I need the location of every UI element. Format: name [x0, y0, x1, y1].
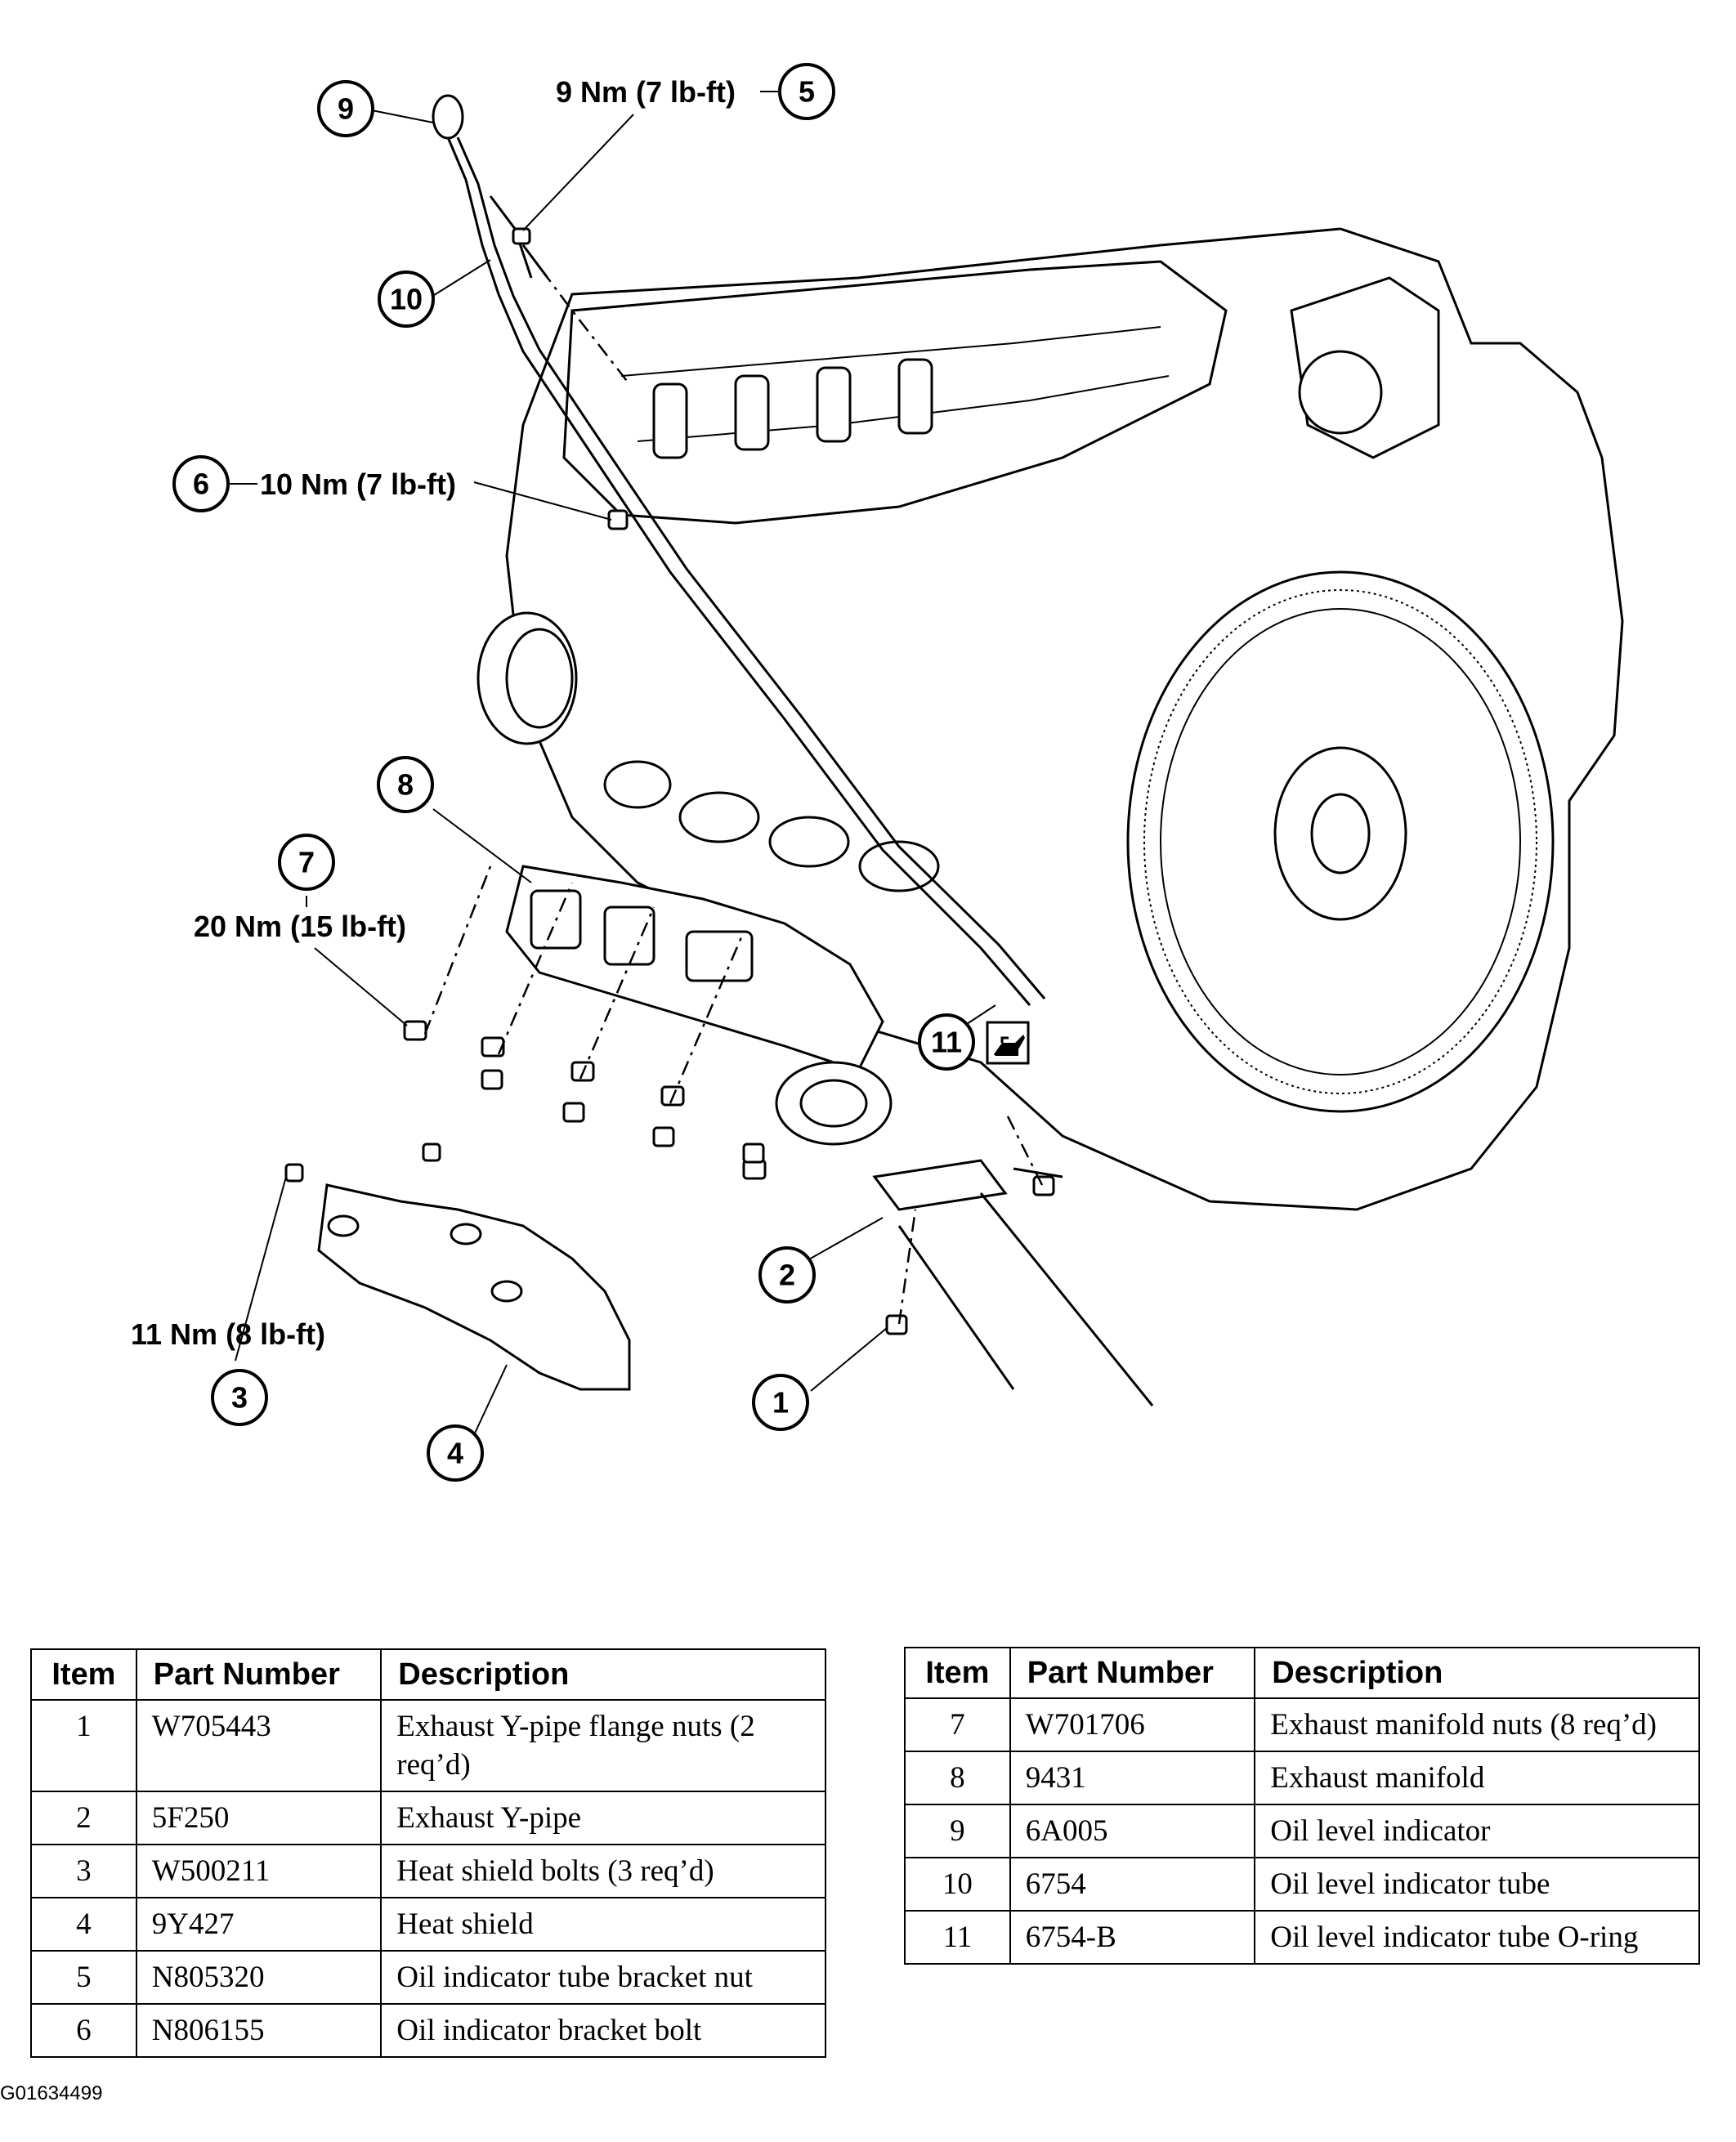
table-row: 9 6A005 Oil level indicator: [904, 1804, 1700, 1858]
ignition-coils: [652, 358, 933, 459]
oil-indicator-tube-bracket-nut: [512, 227, 531, 245]
table-row: 1 W705443 Exhaust Y-pipe flange nuts (2 …: [30, 1699, 826, 1792]
svg-text:5: 5: [799, 75, 815, 109]
callout-1: 1: [752, 1374, 809, 1431]
torque-spec-3: 11 Nm (8 lb-ft): [131, 1317, 325, 1351]
item-number: 11: [904, 1910, 1011, 1965]
header-item: Item: [904, 1647, 1011, 1699]
torque-spec-6: 10 Nm (7 lb-ft): [260, 467, 456, 501]
svg-text:8: 8: [397, 768, 414, 802]
svg-text:3: 3: [231, 1381, 248, 1415]
header-description: Description: [1254, 1647, 1700, 1699]
part-number: 9Y427: [135, 1897, 383, 1952]
part-description: Exhaust manifold: [1254, 1751, 1700, 1805]
table-header-row: Item Part Number Description: [904, 1647, 1700, 1699]
part-description: Exhaust manifold nuts (8 req’d): [1254, 1697, 1700, 1752]
part-number: W500211: [135, 1844, 383, 1898]
callout-6: 6: [172, 455, 230, 512]
parts-table-left: Item Part Number Description 1 W705443 E…: [30, 1648, 826, 2058]
heat-shield: [317, 1183, 631, 1391]
part-description: Oil level indicator tube O-ring: [1254, 1910, 1700, 1965]
callout-11: 11: [918, 1013, 975, 1071]
part-description: Heat shield: [380, 1897, 826, 1952]
table-row: 11 6754-B Oil level indicator tube O-rin…: [904, 1910, 1700, 1965]
item-number: 8: [904, 1751, 1011, 1805]
exhaust-y-pipe: [872, 1159, 1154, 1406]
torque-spec-5: 9 Nm (7 lb-ft): [556, 75, 736, 109]
header-part-number: Part Number: [135, 1648, 383, 1701]
callout-7: 7: [278, 834, 335, 891]
part-number: 5F250: [135, 1791, 383, 1845]
part-number: N806155: [135, 2003, 383, 2058]
item-number: 7: [904, 1697, 1011, 1752]
header-part-number: Part Number: [1009, 1647, 1256, 1699]
part-number: 9431: [1009, 1751, 1256, 1805]
y-pipe-flange-nuts: [742, 1143, 1055, 1335]
table-row: 10 6754 Oil level indicator tube: [904, 1857, 1700, 1912]
part-number: N805320: [135, 1950, 383, 2005]
part-number: 6754: [1009, 1857, 1256, 1912]
item-number: 6: [30, 2003, 137, 2058]
oil-level-indicator: [432, 94, 1046, 1006]
oil-indicator-bracket-bolt: [607, 509, 629, 530]
part-description: Heat shield bolts (3 req’d): [380, 1844, 826, 1898]
item-number: 5: [30, 1950, 137, 2005]
exhaust-manifold-nuts: [403, 1020, 767, 1180]
callout-2: 2: [758, 1246, 816, 1304]
part-number: W701706: [1009, 1697, 1256, 1752]
item-number: 9: [904, 1804, 1011, 1858]
table-row: 5 N805320 Oil indicator tube bracket nut: [30, 1950, 826, 2005]
table-row: 2 5F250 Exhaust Y-pipe: [30, 1791, 826, 1845]
part-description: Oil level indicator: [1254, 1804, 1700, 1858]
svg-text:9: 9: [338, 92, 354, 126]
exhaust-ports: [603, 760, 940, 892]
flywheel: [1126, 570, 1555, 1113]
table-row: 7 W701706 Exhaust manifold nuts (8 req’d…: [904, 1697, 1700, 1752]
part-description: Oil indicator bracket bolt: [380, 2003, 826, 2058]
callout-5: 5: [778, 63, 835, 120]
torque-spec-7: 20 Nm (15 lb-ft): [194, 910, 406, 943]
part-description: Oil level indicator tube: [1254, 1857, 1700, 1912]
exhaust-manifold: [505, 865, 893, 1146]
callout-4: 4: [427, 1424, 484, 1482]
oil-can-icon: [986, 1021, 1030, 1065]
table-row: 8 9431 Exhaust manifold: [904, 1751, 1700, 1805]
header-item: Item: [30, 1648, 137, 1701]
table-header-row: Item Part Number Description: [30, 1648, 826, 1701]
centerlines: [423, 244, 1044, 1325]
svg-text:10: 10: [390, 283, 423, 316]
parts-table-right: Item Part Number Description 7 W701706 E…: [904, 1647, 1700, 1965]
part-number: 6A005: [1009, 1804, 1256, 1858]
figure-id: G01634499: [0, 2082, 103, 2104]
item-number: 2: [30, 1791, 137, 1845]
table-row: 6 N806155 Oil indicator bracket bolt: [30, 2003, 826, 2058]
callout-3: 3: [211, 1369, 268, 1426]
part-number: 6754-B: [1009, 1910, 1256, 1965]
svg-text:2: 2: [779, 1259, 795, 1292]
svg-text:7: 7: [298, 846, 315, 879]
callout-9: 9: [317, 80, 374, 137]
svg-text:6: 6: [193, 467, 209, 501]
exploded-engine-illustration: 9 5 9 Nm (7 lb-ft) 10 6 10 Nm (7 lb-ft) …: [131, 63, 1624, 1482]
item-number: 3: [30, 1844, 137, 1898]
item-number: 1: [30, 1699, 137, 1792]
part-description: Exhaust Y-pipe: [380, 1791, 826, 1845]
svg-text:11: 11: [931, 1026, 962, 1059]
accessory-pulley: [477, 611, 578, 745]
item-number: 10: [904, 1857, 1011, 1912]
table-row: 4 9Y427 Heat shield: [30, 1897, 826, 1952]
part-description: Exhaust Y-pipe flange nuts (2 req’d): [380, 1699, 826, 1792]
leader-lines: [221, 91, 996, 1439]
callout-8: 8: [377, 756, 434, 813]
table-row: 3 W500211 Heat shield bolts (3 req’d): [30, 1844, 826, 1898]
header-description: Description: [380, 1648, 826, 1701]
part-number: W705443: [135, 1699, 383, 1792]
item-number: 4: [30, 1897, 137, 1952]
svg-text:4: 4: [447, 1437, 463, 1470]
svg-text:1: 1: [772, 1386, 789, 1420]
part-description: Oil indicator tube bracket nut: [380, 1950, 826, 2005]
heat-shield-bolts: [284, 1143, 441, 1183]
callout-10: 10: [378, 271, 435, 328]
